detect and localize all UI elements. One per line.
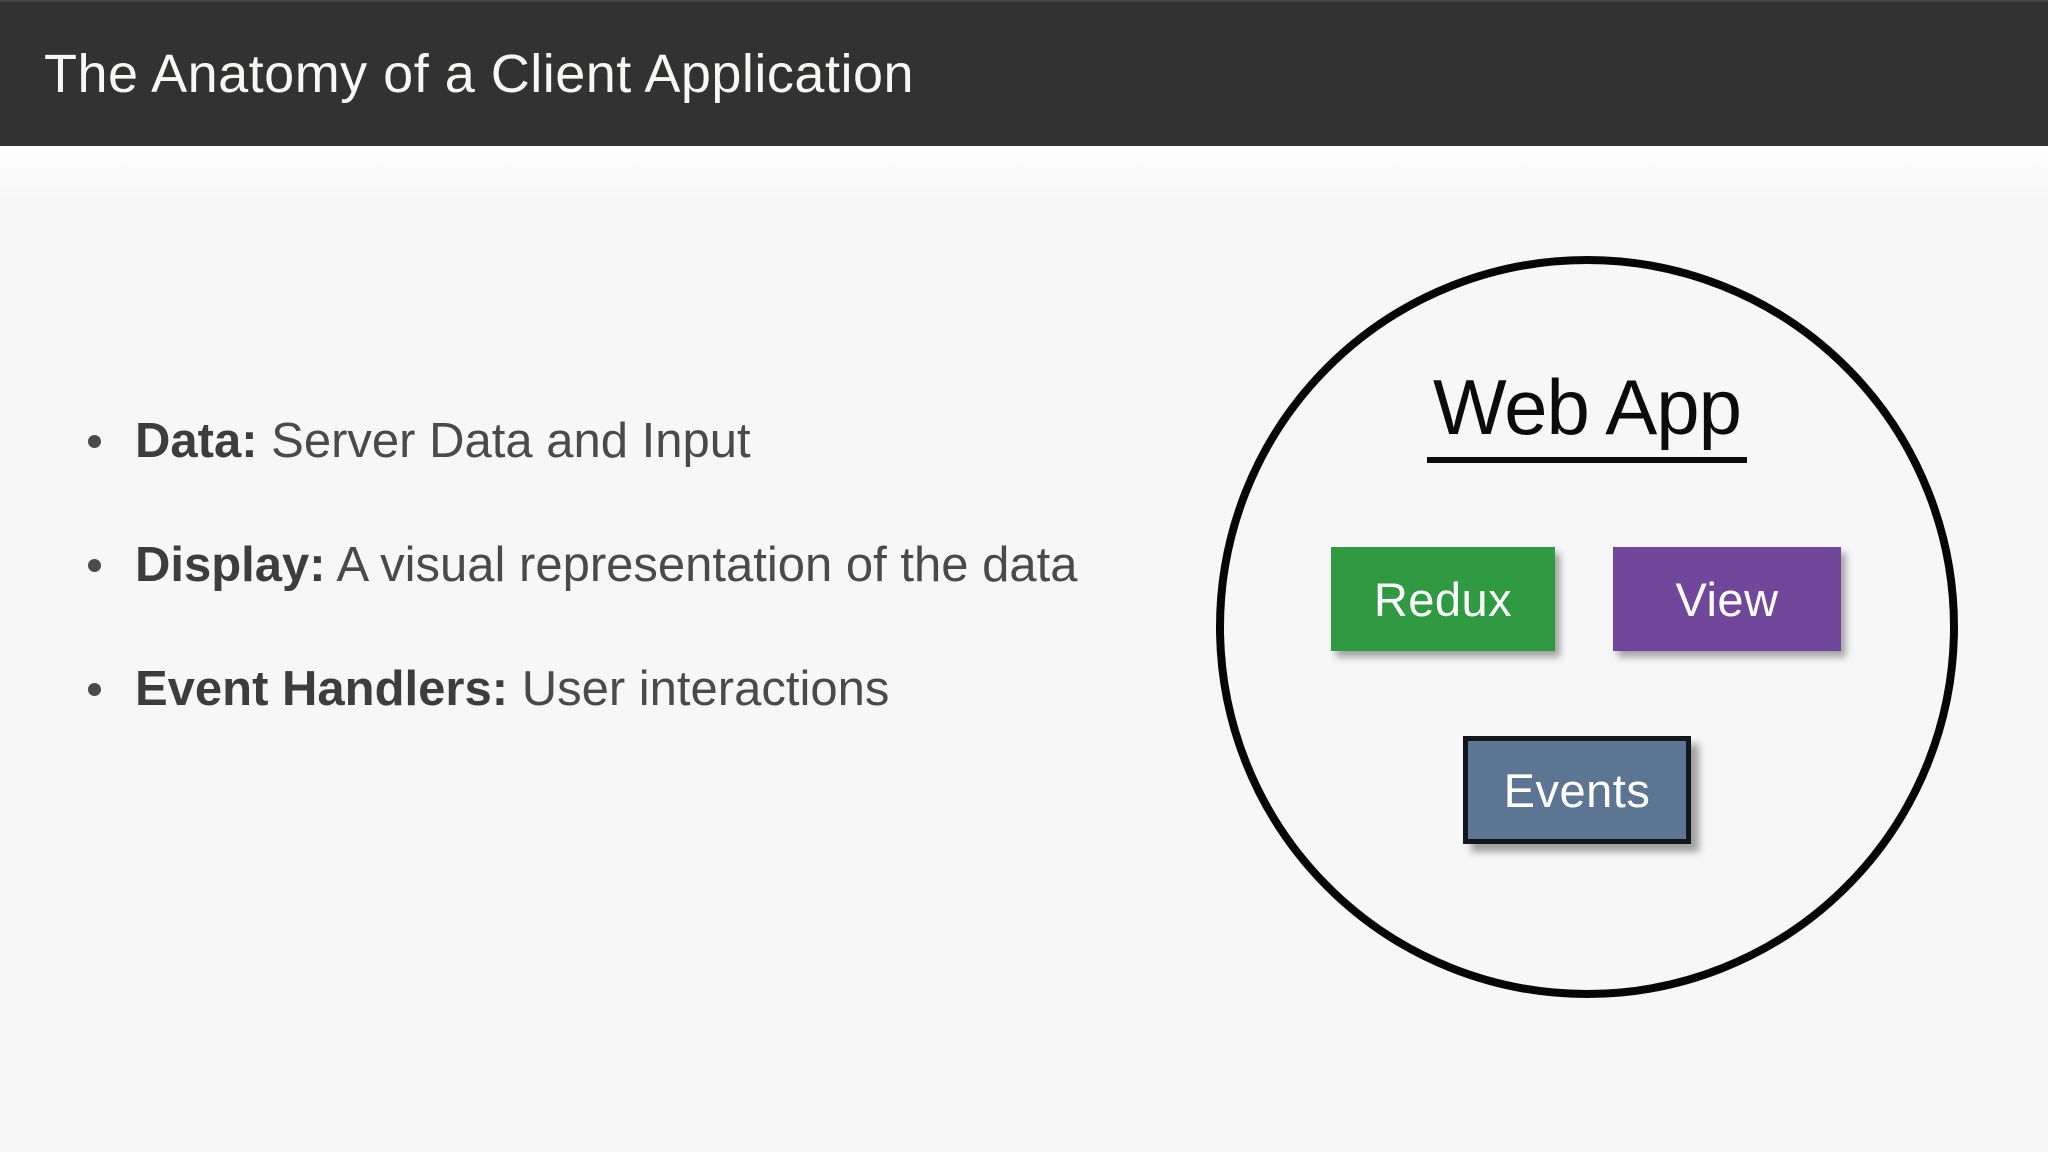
bullet-label: Data: (135, 414, 258, 468)
bullet-text: A visual representation of the data (336, 538, 1078, 592)
bullet-item-data: Data: Server Data and Input (88, 404, 1158, 478)
bullet-label: Event Handlers: (135, 662, 509, 716)
diagram-title: Web App (1426, 362, 1748, 463)
diagram-title-wrap: Web App (1216, 362, 1958, 463)
bullet-item-display: Display: A visual representation of the … (88, 528, 1158, 602)
bullet-label: Display: (135, 538, 326, 592)
bullet-item-event-handlers: Event Handlers: User interactions (88, 652, 1158, 726)
node-view-label: View (1675, 572, 1779, 626)
bullet-list: Data: Server Data and Input Display: A v… (88, 404, 1158, 776)
webapp-circle (1216, 256, 1958, 998)
bullet-content: Event Handlers: User interactions (135, 652, 1145, 726)
slide-header-bar: The Anatomy of a Client Application (0, 0, 2048, 146)
bullet-dot (88, 435, 101, 448)
slide-title: The Anatomy of a Client Application (44, 44, 915, 104)
header-shadow-fade (0, 146, 2048, 202)
bullet-dot (88, 683, 101, 696)
node-events: Events (1463, 736, 1691, 844)
node-redux: Redux (1331, 547, 1555, 651)
bullet-text: User interactions (521, 662, 890, 716)
node-view: View (1613, 547, 1841, 651)
bullet-content: Display: A visual representation of the … (135, 528, 1145, 602)
bullet-text: Server Data and Input (271, 414, 751, 468)
bullet-content: Data: Server Data and Input (135, 404, 1145, 478)
node-redux-label: Redux (1373, 572, 1513, 626)
bullet-dot (88, 559, 101, 572)
node-events-label: Events (1503, 763, 1651, 817)
